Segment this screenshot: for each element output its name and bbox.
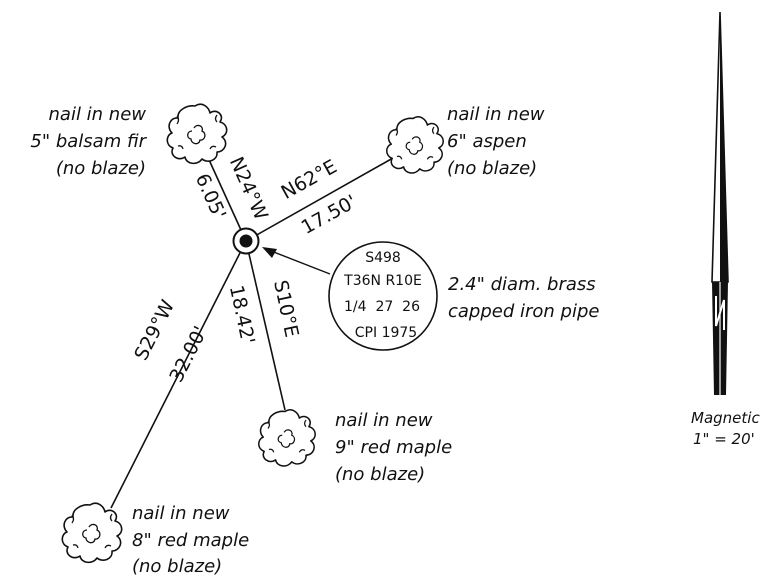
- monument-line-4: CPI 1975: [355, 325, 417, 341]
- red-maple-8-bearing: S29°W: [130, 296, 179, 364]
- red-maple-9-distance: 18.42': [225, 283, 259, 346]
- aspen-label-2: 6" aspen: [447, 131, 527, 152]
- aspen-distance: 17.50': [298, 191, 361, 239]
- monument-line-2: T36N R10E: [343, 273, 422, 289]
- red-maple-8-label-2: 8" red maple: [132, 530, 249, 551]
- aspen-tree-icon: [385, 116, 444, 174]
- red-maple-8-label-3: (no blaze): [132, 556, 222, 575]
- monument-description-line-1: 2.4" diam. brass: [448, 274, 596, 295]
- tie-line-red-maple-9: [245, 240, 286, 411]
- red-maple-8-distance: 32.00': [165, 323, 212, 386]
- balsam-fir-label-3: (no blaze): [56, 158, 146, 179]
- red-maple-9-tree-icon: [257, 409, 316, 467]
- balsam-fir-label-1: nail in new: [49, 104, 147, 125]
- balsam-fir-distance: 6.05': [191, 170, 230, 222]
- red-maple-9-bearing: S10°E: [269, 278, 303, 339]
- aspen-label-3: (no blaze): [447, 158, 537, 179]
- monument-description-line-2: capped iron pipe: [448, 301, 599, 322]
- magnetic-north-arrow-icon: [711, 11, 729, 395]
- legend-north-label: Magnetic: [691, 409, 760, 427]
- red-maple-9-label-1: nail in new: [335, 410, 433, 431]
- leader-arrowhead: [262, 247, 277, 258]
- balsam-fir-label-2: 5" balsam fir: [30, 131, 147, 152]
- aspen-label-1: nail in new: [447, 104, 545, 125]
- legend-scale: 1" = 20': [693, 430, 755, 448]
- corner-dot: [239, 234, 253, 248]
- red-maple-9-label-3: (no blaze): [335, 464, 425, 485]
- balsam-fir-tree-icon: [166, 103, 228, 165]
- leader-line: [265, 248, 331, 275]
- balsam-fir-bearing: N24°W: [225, 154, 272, 224]
- monument-line-1: S498: [365, 250, 401, 266]
- tie-line-aspen: [245, 157, 394, 242]
- aspen-bearing: N62°E: [278, 156, 341, 204]
- tie-line-red-maple-8: [110, 240, 247, 509]
- monument-line-3: 1/4 27 26: [344, 299, 420, 315]
- red-maple-9-label-2: 9" red maple: [335, 437, 452, 458]
- red-maple-8-label-1: nail in new: [132, 503, 230, 524]
- monument-circle: [328, 241, 438, 351]
- red-maple-8-tree-icon: [61, 502, 123, 564]
